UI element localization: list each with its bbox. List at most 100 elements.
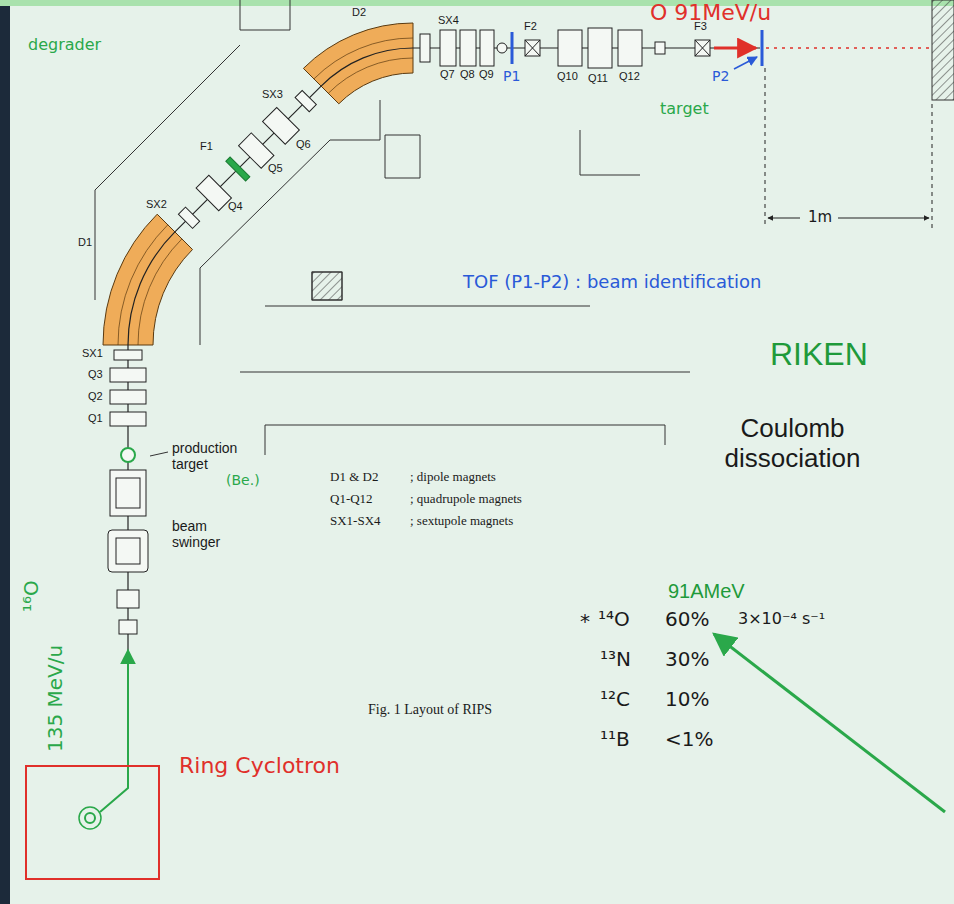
diagonal-elements	[226, 157, 250, 181]
cyclotron-beam	[79, 807, 101, 829]
building-walls	[240, 372, 690, 373]
isotope-name: ¹³N	[600, 648, 631, 671]
vertical-elements	[117, 590, 139, 608]
top-band	[0, 0, 954, 6]
building-walls	[265, 425, 266, 455]
secondary-beam-energy: 91AMeV	[668, 580, 745, 603]
magnet-label: D2	[352, 6, 366, 19]
building-walls	[265, 306, 590, 307]
horizontal-elements	[588, 28, 612, 68]
building-walls	[312, 272, 342, 300]
magnet-label: SX4	[438, 14, 459, 27]
method-name: Coulomb dissociation	[700, 414, 885, 474]
beam-energy-note: O 91MeV/u	[650, 0, 771, 25]
dimension-label: 1m	[806, 209, 834, 226]
focus-label: F1	[200, 140, 213, 153]
vertical-elements	[110, 412, 146, 426]
building-walls	[385, 135, 420, 178]
primary-beam-note: 135 MeV/u	[44, 645, 67, 752]
rate-value: 3×10⁻⁴ s⁻¹	[738, 610, 825, 628]
diagonal-elements	[295, 90, 316, 111]
building-walls	[200, 100, 380, 345]
horizontal-elements	[525, 40, 540, 56]
leader-line	[150, 452, 168, 456]
cyclotron-beam	[79, 650, 128, 829]
vertical-elements	[114, 350, 142, 360]
horizontal-elements	[420, 34, 430, 62]
vertical-elements	[119, 620, 137, 634]
magnet-label: Q7	[440, 68, 455, 81]
diagonal-elements	[178, 207, 199, 228]
fraction-value: 60%	[665, 608, 709, 631]
isotope-name: ¹²C	[600, 688, 630, 711]
fraction-value: 30%	[665, 648, 709, 671]
magnet-label: SX2	[146, 198, 167, 211]
magnet-label: Q8	[460, 68, 475, 81]
p2-pointer	[734, 57, 757, 69]
dipole-magnets	[303, 23, 413, 104]
lab-name: RIKEN	[770, 336, 868, 373]
legend-key: SX1-SX4	[330, 514, 381, 529]
diagonal-elements	[174, 86, 320, 232]
magnet-label: Q2	[88, 390, 103, 403]
vertical-elements	[116, 478, 140, 508]
horizontal-elements	[655, 42, 665, 54]
building-walls	[312, 272, 342, 300]
magnet-label: Q9	[479, 68, 494, 81]
horizontal-elements	[420, 28, 710, 68]
tof-note: TOF (P1-P2) : beam identification	[463, 272, 761, 293]
building-walls	[265, 425, 665, 445]
distance-mark	[765, 68, 932, 228]
magnet-label: Q10	[557, 70, 578, 83]
target-label: production target	[172, 440, 254, 472]
horizontal-elements	[440, 30, 456, 66]
horizontal-elements	[497, 43, 507, 53]
magnet-label: Q11	[588, 72, 608, 85]
horizontal-elements	[618, 30, 642, 66]
vertical-elements	[110, 390, 146, 404]
legend-key: D1 & D2	[330, 470, 378, 485]
p1-plane	[511, 32, 514, 64]
legend-key: Q1-Q12	[330, 492, 373, 507]
diagonal-elements	[196, 175, 231, 210]
vertical-elements	[108, 350, 148, 634]
magnet-label: SX1	[82, 347, 103, 360]
magnet-label: Q4	[228, 200, 243, 213]
target-plane	[761, 30, 764, 66]
beam-line	[128, 48, 760, 760]
magnet-label: D1	[78, 236, 92, 249]
building-walls	[95, 0, 690, 455]
vertical-elements	[108, 530, 148, 572]
figure-caption: Fig. 1 Layout of RIPS	[368, 702, 492, 718]
legend-text: ; sextupole magnets	[410, 514, 513, 529]
vertical-elements	[116, 538, 140, 564]
detector-block	[932, 0, 954, 100]
beam-line	[321, 48, 413, 86]
horizontal-elements	[460, 30, 476, 66]
beam-path	[766, 47, 930, 49]
isotope-name: ¹¹B	[600, 728, 630, 751]
node-label: Ring Cyclotron	[179, 753, 340, 778]
dipole-magnets	[328, 58, 413, 93]
callout-arrow	[714, 634, 945, 812]
slide-edge	[0, 0, 10, 904]
mark-symbol: *	[580, 610, 590, 633]
distance-mark	[932, 104, 933, 228]
focus-label: F3	[694, 20, 707, 33]
magnet-label: Q6	[296, 138, 311, 151]
beam-line	[175, 86, 321, 232]
cyclotron-box: Ring Cyclotron	[25, 765, 160, 880]
cyclotron-beam	[100, 650, 128, 812]
horizontal-elements	[480, 30, 494, 66]
legend-text: ; quadrupole magnets	[410, 492, 522, 507]
horizontal-elements	[525, 40, 540, 56]
legend-text: ; dipole magnets	[410, 470, 496, 485]
target-note: target	[660, 100, 709, 118]
beam-arrow	[714, 47, 756, 50]
dipole-magnets	[103, 214, 193, 345]
fraction-value: <1%	[665, 728, 714, 751]
distance-mark	[768, 218, 800, 219]
degrader-note: degrader	[28, 36, 101, 54]
dipole-magnets	[138, 239, 182, 345]
dipole-magnets	[118, 225, 168, 345]
